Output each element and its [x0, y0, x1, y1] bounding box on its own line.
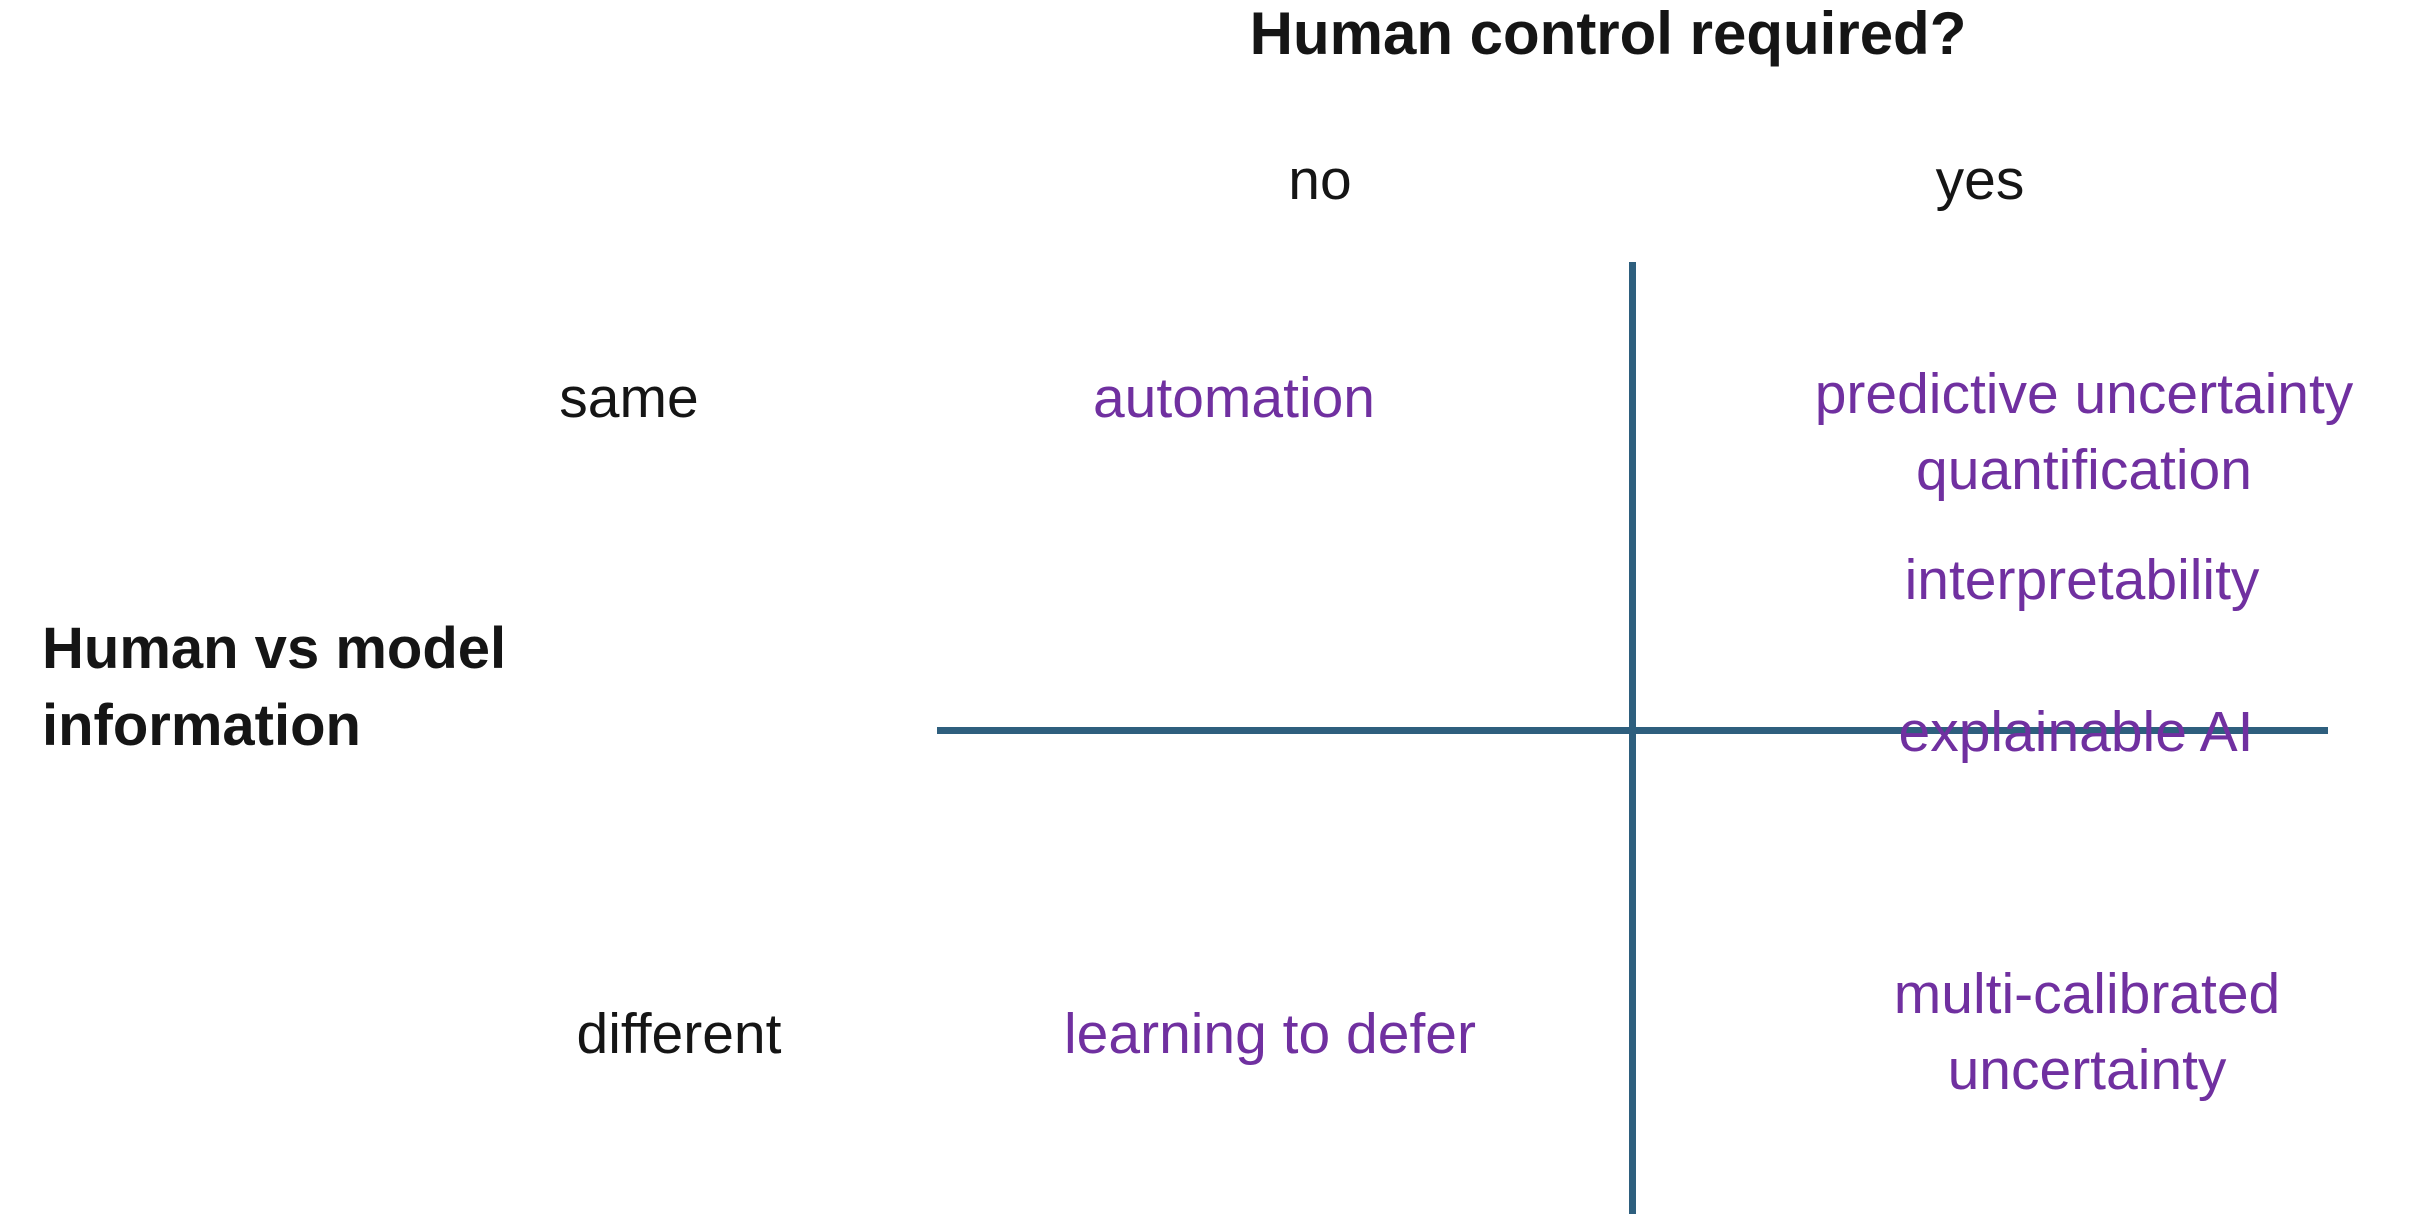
quadrant-item-automation: automation — [1092, 366, 1376, 430]
quadrant-item-line: multi-calibrated — [1893, 962, 2281, 1026]
y-axis-title: Human vs model information — [42, 610, 506, 764]
quadrant-item-explainable-ai-struck: explainable AI — [1898, 700, 2254, 764]
x-axis-option-yes: yes — [1935, 148, 2025, 212]
y-axis-title-line-2: information — [42, 693, 361, 758]
quadrant-item-line: uncertainty — [1947, 1038, 2227, 1102]
quadrant-item-line: quantification — [1916, 438, 2252, 502]
x-axis-question: Human control required? — [1249, 0, 1967, 67]
quadrant-item-predictive-uncertainty-quantification: predictive uncertainty quantification — [1815, 356, 2354, 508]
y-axis-option-same: same — [559, 366, 699, 430]
y-axis-option-different: different — [576, 1002, 782, 1066]
quadrant-item-learning-to-defer: learning to defer — [1064, 1002, 1476, 1066]
horizontal-axis-line — [937, 727, 2328, 734]
vertical-axis-line — [1629, 262, 1636, 1214]
quadrant-item-interpretability: interpretability — [1904, 548, 2260, 612]
y-axis-title-line-1: Human vs model — [42, 616, 507, 681]
x-axis-option-no: no — [1288, 148, 1352, 212]
quadrant-item-line: predictive uncertainty — [1814, 362, 2354, 426]
quadrant-item-multi-calibrated-uncertainty: multi-calibrated uncertainty — [1894, 956, 2280, 1108]
